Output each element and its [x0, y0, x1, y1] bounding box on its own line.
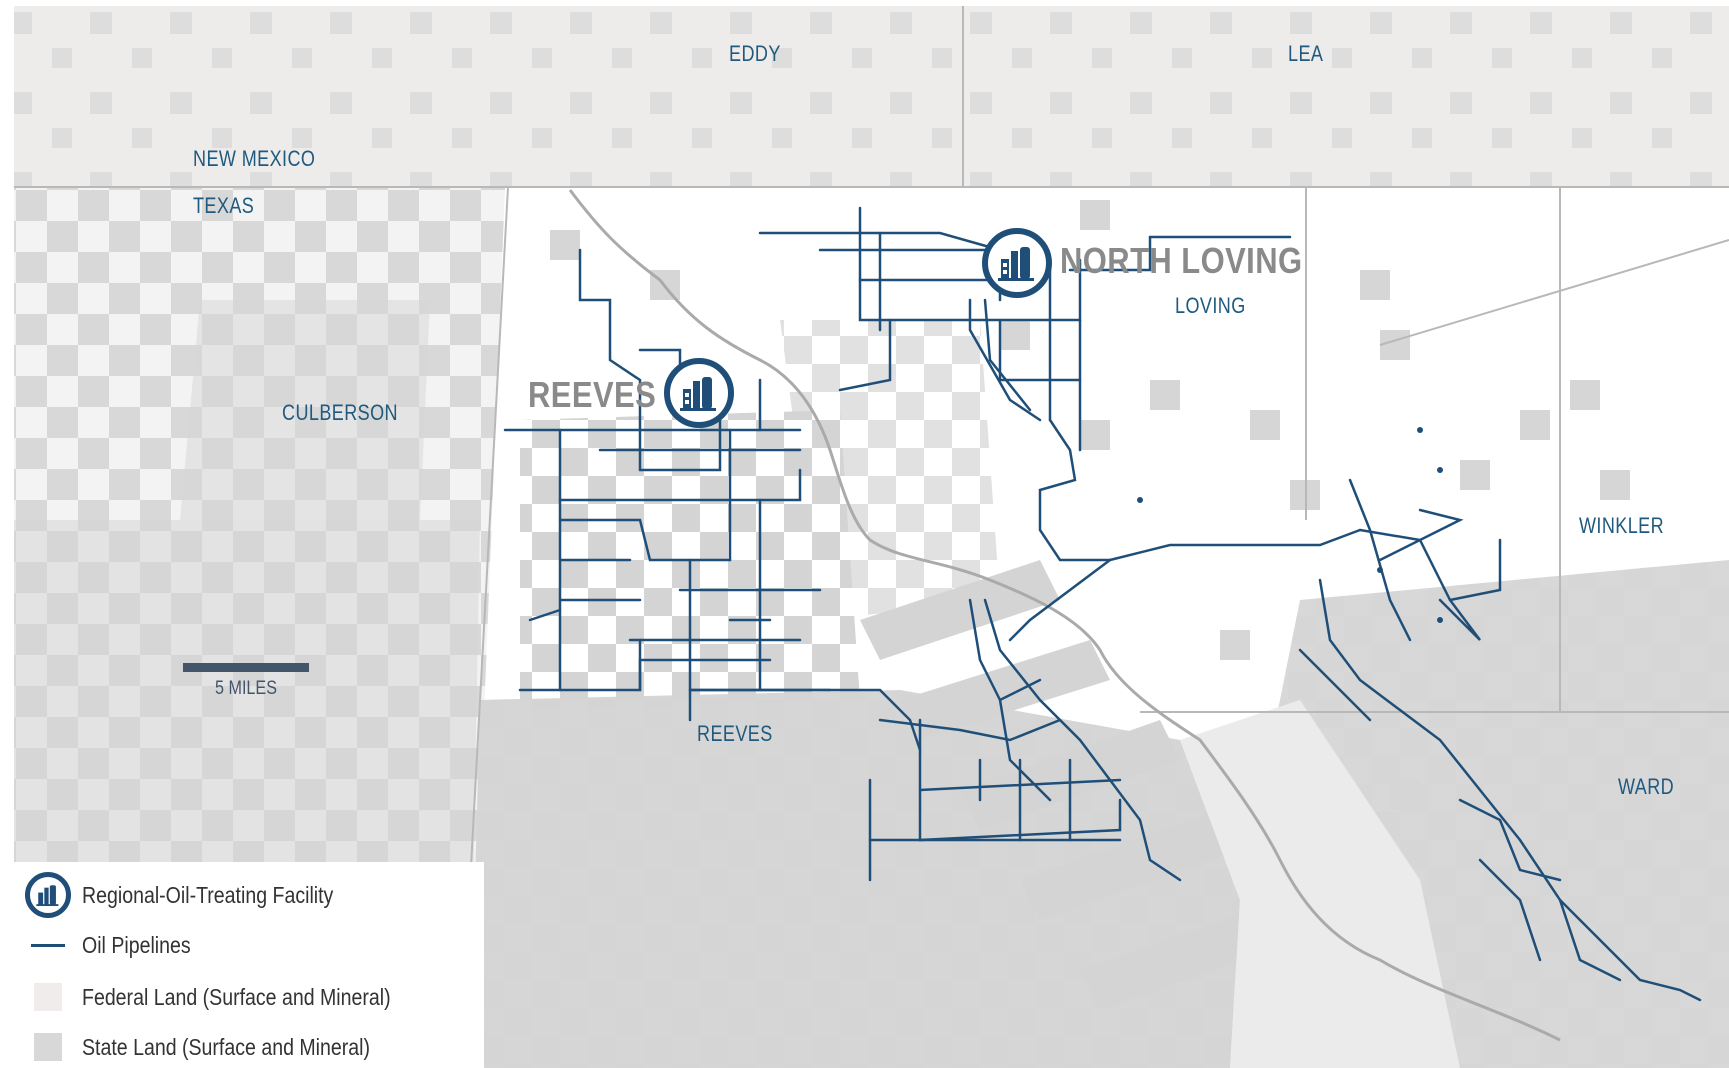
- scale-bar-line: [183, 663, 309, 672]
- oil-treating-facility-icon: [680, 377, 716, 411]
- legend-item-state: State Land (Surface and Mineral): [14, 1030, 421, 1064]
- federal-land-swatch-icon: [34, 983, 62, 1011]
- county-label-ward: WARD: [1618, 774, 1675, 799]
- oil-pipelines: [503, 206, 1702, 1002]
- reeves-facility-marker[interactable]: [664, 358, 734, 428]
- county-label-culberson: CULBERSON: [282, 400, 398, 425]
- county-label-reeves: REEVES: [697, 721, 773, 746]
- county-label-loving: LOVING: [1175, 293, 1246, 318]
- legend-label-pipelines: Oil Pipelines: [82, 931, 191, 958]
- legend-item-federal: Federal Land (Surface and Mineral): [14, 980, 445, 1014]
- legend-label-facility: Regional-Oil-Treating Facility: [82, 881, 334, 908]
- legend-label-federal: Federal Land (Surface and Mineral): [82, 983, 391, 1010]
- scale-bar-label: 5 MILES: [215, 678, 277, 699]
- pecos-river: [568, 189, 1561, 1042]
- county-label-winkler: WINKLER: [1579, 513, 1665, 538]
- pipeline-line-icon: [31, 943, 65, 947]
- reeves-facility-label: REEVES: [528, 374, 657, 415]
- state-label-new-mexico: NEW MEXICO: [193, 146, 316, 171]
- federal-land-region: [14, 6, 1729, 186]
- legend-item-facility: Regional-Oil-Treating Facility: [14, 872, 378, 918]
- scale-bar: 5 MILES: [183, 663, 309, 700]
- state-land-swatch-icon: [34, 1033, 62, 1061]
- north-loving-facility-label: NORTH LOVING: [1060, 240, 1303, 281]
- north-loving-facility-marker[interactable]: [982, 228, 1052, 298]
- legend-label-state: State Land (Surface and Mineral): [82, 1033, 370, 1060]
- oil-treating-facility-icon: [25, 872, 71, 918]
- county-label-lea: LEA: [1288, 41, 1324, 66]
- legend-item-pipelines: Oil Pipelines: [14, 928, 210, 962]
- map-legend: Regional-Oil-Treating Facility Oil Pipel…: [14, 862, 484, 1068]
- county-label-eddy: EDDY: [729, 41, 781, 66]
- pipeline-nodes: [1137, 427, 1443, 623]
- oil-treating-facility-icon: [998, 247, 1034, 281]
- state-label-texas: TEXAS: [193, 193, 255, 218]
